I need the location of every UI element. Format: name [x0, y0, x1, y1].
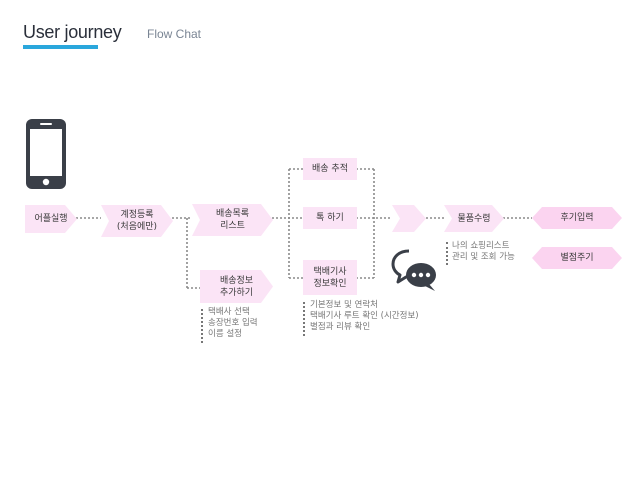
node-app-launch: 어플실행	[25, 205, 77, 233]
note-bar-courier	[303, 302, 305, 336]
page-subtitle: Flow Chat	[147, 27, 202, 41]
chat-bubbles-icon	[391, 249, 436, 291]
node-courier-info: 택배기사 정보확인	[303, 260, 357, 295]
node-write-review: 후기입력	[532, 207, 622, 229]
title-underline	[23, 45, 98, 49]
node-add-delivery-info: 배송정보 추가하기	[200, 270, 273, 303]
note-bar-receive	[446, 242, 448, 265]
node-account-register: 계정등록 (처음에만)	[101, 205, 173, 237]
node-give-rating: 별점주기	[532, 247, 622, 269]
note-receive: 나의 쇼핑리스트 관리 및 조회 가능	[452, 241, 515, 262]
node-talk: 톡 하기	[303, 207, 357, 229]
note-bar-add-delivery	[201, 309, 203, 343]
node-tracking: 배송 추적	[303, 158, 357, 180]
page-title: User journey	[23, 22, 122, 42]
note-add-delivery: 택배사 선택 송장번호 입력 이름 설정	[208, 307, 258, 339]
node-delivery-list: 배송목록 리스트	[192, 204, 273, 236]
note-courier: 기본정보 및 연락처 택배기사 루트 확인 (시간정보) 별점과 리뷰 확인	[310, 300, 419, 332]
node-receive-item: 물품수령	[444, 205, 504, 232]
smartphone-icon	[26, 119, 66, 189]
